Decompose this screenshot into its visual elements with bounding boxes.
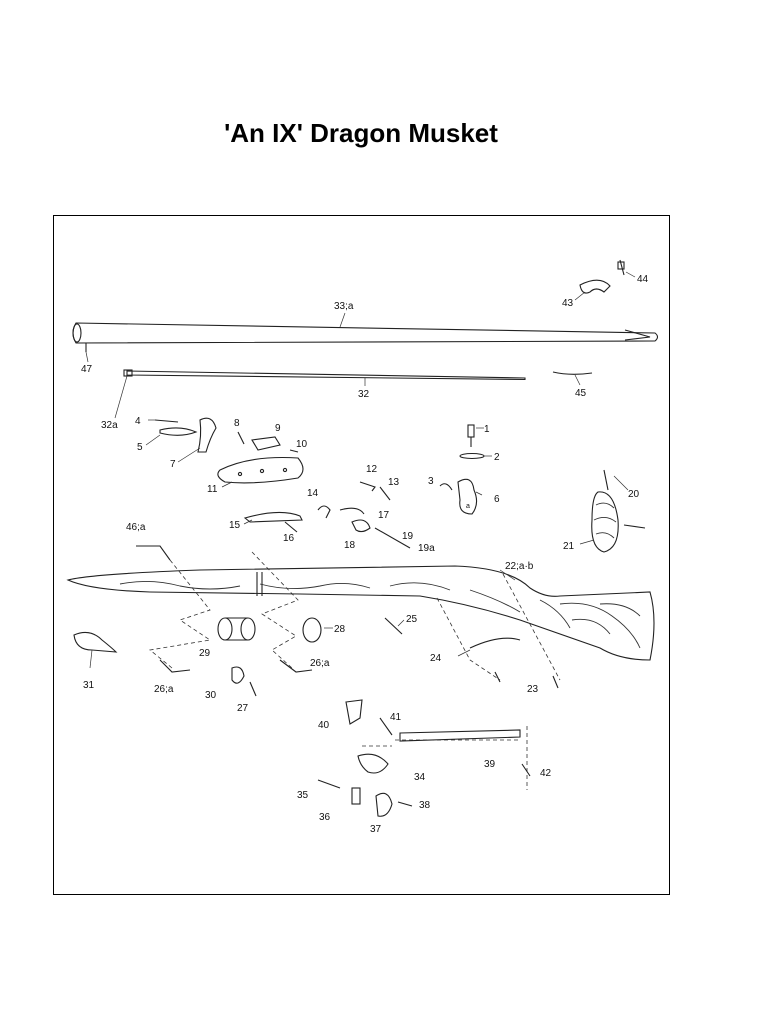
callout-labels: 44 43 33;a 47 32 32a 45 4 5 7 8 9 10 11 … xyxy=(81,274,649,835)
callout-1: 1 xyxy=(484,424,490,435)
callout-12: 12 xyxy=(366,464,378,475)
callout-31: 31 xyxy=(83,680,95,691)
callout-45: 45 xyxy=(575,388,587,399)
lower-left-parts xyxy=(73,631,313,697)
callout-39: 39 xyxy=(484,759,496,770)
callout-22ab: 22;a·b xyxy=(505,561,534,572)
barrel xyxy=(72,312,659,363)
callout-30: 30 xyxy=(205,690,217,701)
callout-6: 6 xyxy=(494,494,500,505)
callout-16: 16 xyxy=(283,533,295,544)
callout-47: 47 xyxy=(81,364,93,375)
callout-25: 25 xyxy=(406,614,418,625)
callout-44: 44 xyxy=(637,274,649,285)
trigger-guard-parts xyxy=(384,617,559,689)
svg-text:a: a xyxy=(466,503,470,510)
trigger-parts xyxy=(317,753,413,817)
callout-19: 19 xyxy=(402,531,414,542)
callout-36: 36 xyxy=(319,812,331,823)
part-45 xyxy=(552,371,593,375)
callout-5: 5 xyxy=(137,442,143,453)
callout-38: 38 xyxy=(419,800,431,811)
cock-parts: a xyxy=(439,424,492,515)
callout-46a: 46;a xyxy=(126,522,146,533)
lock-parts-center xyxy=(243,481,411,549)
callout-15: 15 xyxy=(229,520,241,531)
musket-stock xyxy=(66,565,655,661)
lower-right-parts xyxy=(345,699,531,777)
callout-26a-left: 26;a xyxy=(154,684,174,695)
callout-7: 7 xyxy=(170,459,176,470)
barrel-bands xyxy=(217,617,333,643)
callout-37: 37 xyxy=(370,824,382,835)
callout-20: 20 xyxy=(628,489,640,500)
callout-21: 21 xyxy=(563,541,575,552)
callout-34: 34 xyxy=(414,772,426,783)
callout-17: 17 xyxy=(378,510,390,521)
callout-24: 24 xyxy=(430,653,442,664)
part-43-44 xyxy=(574,259,636,301)
callout-41: 41 xyxy=(390,712,402,723)
callout-35: 35 xyxy=(297,790,309,801)
ramrod xyxy=(114,369,526,419)
callout-19a: 19a xyxy=(418,543,435,554)
callout-33a: 33;a xyxy=(334,301,354,312)
callout-23: 23 xyxy=(527,684,539,695)
callout-11: 11 xyxy=(207,484,218,495)
part-46a xyxy=(136,545,171,561)
callout-32a: 32a xyxy=(101,420,118,431)
callout-9: 9 xyxy=(275,423,281,434)
callout-18: 18 xyxy=(344,540,356,551)
assembly-lines xyxy=(149,551,561,790)
part-20-21 xyxy=(579,469,646,553)
callout-43: 43 xyxy=(562,298,574,309)
callout-10: 10 xyxy=(296,439,308,450)
callout-27: 27 xyxy=(237,703,249,714)
callout-13: 13 xyxy=(388,477,400,488)
callout-3: 3 xyxy=(428,476,434,487)
callout-2: 2 xyxy=(494,452,500,463)
lock-parts-left xyxy=(145,417,304,488)
page-title: 'An IX' Dragon Musket xyxy=(224,118,498,148)
callout-4: 4 xyxy=(135,416,141,427)
callout-28: 28 xyxy=(334,624,346,635)
callout-42: 42 xyxy=(540,768,552,779)
callout-26a-right: 26;a xyxy=(310,658,330,669)
callout-14: 14 xyxy=(307,488,319,499)
callout-32: 32 xyxy=(358,389,370,400)
callout-40: 40 xyxy=(318,720,330,731)
callout-8: 8 xyxy=(234,418,240,429)
callout-29: 29 xyxy=(199,648,211,659)
